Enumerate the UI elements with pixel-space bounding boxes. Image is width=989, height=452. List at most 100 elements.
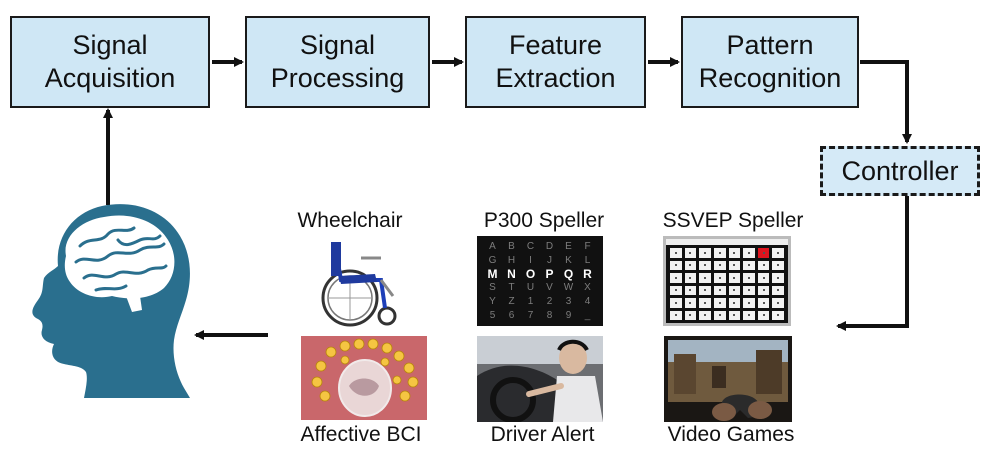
p300-letter: 7 xyxy=(527,309,534,321)
box-line: Pattern xyxy=(726,30,814,61)
emoji-icons xyxy=(311,338,419,402)
ssvep-cell-dot xyxy=(689,276,692,279)
box-line: Signal xyxy=(72,30,148,61)
ssvep-cell xyxy=(757,260,770,270)
p300-letter: Y xyxy=(489,296,496,308)
ssvep-cell-dot xyxy=(689,251,692,254)
video-games-label: Video Games xyxy=(667,423,795,446)
ssvep-cell xyxy=(670,285,682,295)
p300-letter: I xyxy=(529,254,532,266)
ssvep-cell xyxy=(728,285,741,295)
ssvep-cell-dot xyxy=(762,314,765,317)
ssvep-cell-dot xyxy=(733,276,736,279)
p300-letter: 1 xyxy=(527,296,534,308)
ssvep-cell-dot xyxy=(689,314,692,317)
arrow-pattern-to-controller xyxy=(860,60,912,144)
affective-bci-image xyxy=(301,336,427,420)
box-line: Processing xyxy=(270,63,405,93)
ssvep-cell-dot xyxy=(762,301,765,304)
ssvep-cell-dot xyxy=(704,264,707,267)
p300-letter: 5 xyxy=(489,309,496,321)
p300-letter: X xyxy=(584,282,591,294)
p300-letter: M xyxy=(487,267,498,282)
ssvep-cell xyxy=(713,285,726,295)
ssvep-cell-dot xyxy=(674,289,677,292)
p300-letter: J xyxy=(547,254,552,266)
p300-letter: 2 xyxy=(546,296,553,308)
ssvep-cell xyxy=(684,285,697,295)
ssvep-cell-dot xyxy=(733,289,736,292)
p300-letter: O xyxy=(525,267,536,282)
p300-letter: U xyxy=(526,282,535,294)
ssvep-cell xyxy=(713,260,726,270)
ssvep-cell xyxy=(743,273,755,283)
ssvep-cell xyxy=(772,285,784,295)
ssvep-cell-dot xyxy=(718,251,721,254)
arrow-controller-to-apps xyxy=(836,196,909,331)
ssvep-cell-dot xyxy=(704,276,707,279)
ssvep-cell xyxy=(684,298,697,308)
p300-letter: Z xyxy=(508,296,515,308)
ssvep-cell xyxy=(757,273,770,283)
box-line: Feature xyxy=(508,30,603,61)
ssvep-cell xyxy=(728,273,741,283)
p300-letter: G xyxy=(488,254,497,266)
p300-letter: 4 xyxy=(584,296,591,308)
ssvep-cell-dot xyxy=(718,314,721,317)
p300-letter: L xyxy=(584,254,591,266)
box-line: Acquisition xyxy=(44,63,176,93)
p300-letter: S xyxy=(489,282,496,294)
ssvep-cell xyxy=(670,273,682,283)
affective-bci-label: Affective BCI xyxy=(300,423,422,446)
ssvep-cell-dot xyxy=(689,264,692,267)
ssvep-cell-dot xyxy=(747,314,750,317)
ssvep-cell-grid xyxy=(670,248,784,320)
ssvep-cell-dot xyxy=(674,251,677,254)
ssvep-cell xyxy=(699,310,711,320)
ssvep-cell xyxy=(670,260,682,270)
ssvep-cell xyxy=(670,248,682,258)
ssvep-cell xyxy=(684,260,697,270)
ssvep-cell-dot xyxy=(747,264,750,267)
ssvep-cell-dot xyxy=(762,276,765,279)
p300-letter: N xyxy=(507,267,516,282)
ssvep-cell xyxy=(757,285,770,295)
ssvep-cell xyxy=(684,273,697,283)
controller-label: Controller xyxy=(841,155,959,186)
ssvep-cell xyxy=(757,310,770,320)
ssvep-speller-image xyxy=(663,236,791,326)
ssvep-cell xyxy=(713,310,726,320)
driver-alert-image xyxy=(477,336,603,422)
p300-letter: 8 xyxy=(546,309,553,321)
p300-speller-label: P300 Speller xyxy=(483,209,605,232)
ssvep-cell xyxy=(699,298,711,308)
p300-letter: B xyxy=(508,241,515,253)
ssvep-cell-dot xyxy=(674,264,677,267)
ssvep-cell-dot xyxy=(674,314,677,317)
ssvep-cell xyxy=(699,248,711,258)
controller-box: Controller xyxy=(820,146,980,196)
ssvep-cell xyxy=(699,285,711,295)
ssvep-cell-dot xyxy=(733,301,736,304)
p300-letter: 3 xyxy=(565,296,572,308)
ssvep-cell xyxy=(743,248,755,258)
ssvep-cell xyxy=(757,248,770,258)
ssvep-cell-dot xyxy=(762,264,765,267)
ssvep-cell xyxy=(728,248,741,258)
ssvep-speller-label: SSVEP Speller xyxy=(662,209,804,232)
ssvep-cell-dot xyxy=(777,251,780,254)
ssvep-cell-dot xyxy=(762,289,765,292)
ssvep-cell-dot xyxy=(747,301,750,304)
ssvep-cell-dot xyxy=(689,289,692,292)
ssvep-cell-dot xyxy=(704,289,707,292)
ssvep-cell xyxy=(772,273,784,283)
ssvep-cell-dot xyxy=(718,301,721,304)
ssvep-cell-dot xyxy=(777,276,780,279)
ssvep-cell-dot xyxy=(704,251,707,254)
ssvep-cell-dot xyxy=(777,289,780,292)
